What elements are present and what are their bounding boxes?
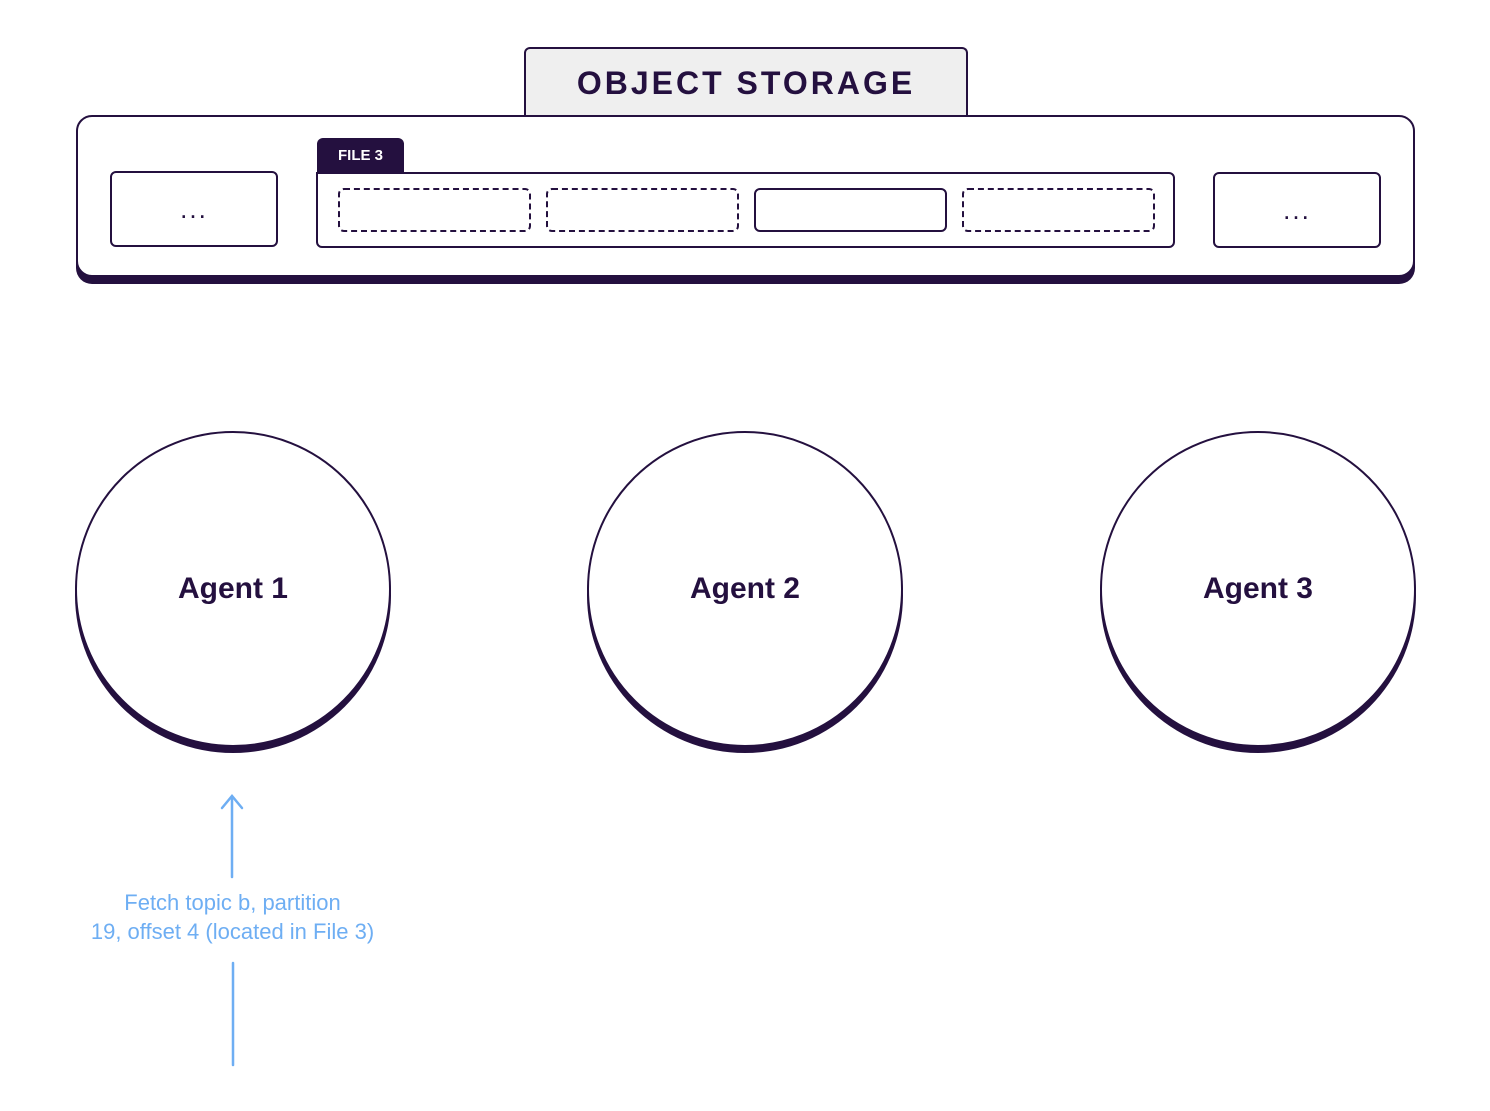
fetch-request-line-2: 19, offset 4 (located in File 3) <box>90 919 375 944</box>
agent-1-node: Agent 1 <box>75 431 391 747</box>
file-placeholder-right: ... <box>1213 172 1381 248</box>
request-arrow-head <box>220 794 244 810</box>
fetch-request-line-1: Fetch topic b, partition <box>124 890 341 915</box>
file-placeholder-left: ... <box>110 171 278 247</box>
agent-3-node: Agent 3 <box>1100 431 1416 747</box>
file-3-segment-2 <box>546 188 739 232</box>
file-3-tag: FILE 3 <box>317 138 404 173</box>
file-3-segment-4 <box>962 188 1155 232</box>
file-3-segment-1 <box>338 188 531 232</box>
file-3-segment-3-highlighted <box>754 188 947 232</box>
fetch-request-caption: Fetch topic b, partition 19, offset 4 (l… <box>60 888 405 946</box>
object-storage-title: OBJECT STORAGE <box>524 47 968 117</box>
agent-2-node: Agent 2 <box>587 431 903 747</box>
